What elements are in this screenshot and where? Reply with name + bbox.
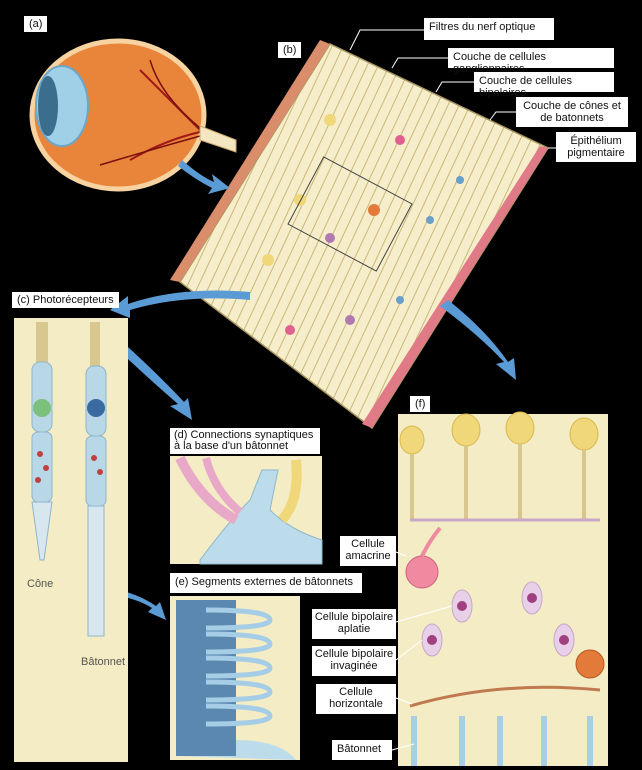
horizontal-cell bbox=[575, 649, 605, 679]
optic-fibers-label: Filtres du nerf optique bbox=[424, 18, 554, 40]
arrow-photoreceptor-to-synapse bbox=[112, 338, 192, 420]
eyeball bbox=[29, 38, 237, 192]
arrow-photoreceptor-to-segments bbox=[120, 590, 166, 620]
cones-rods-layer-label: Couche de cônes et de batonnets bbox=[516, 97, 628, 127]
cone-cell bbox=[31, 322, 53, 561]
amacrine-line2: amacrine bbox=[345, 550, 391, 562]
horizontal-cell-label: Cellule horizontale bbox=[316, 684, 396, 714]
retina-cell-dots bbox=[262, 114, 464, 335]
zoom-box bbox=[287, 156, 413, 272]
ganglion-layer-label: Couche de cellules ganglionnaires bbox=[448, 48, 614, 75]
cone-label: Cône bbox=[27, 578, 54, 590]
panel-f-label: (f) bbox=[410, 396, 431, 412]
flat-bipolar-line2: aplatie bbox=[337, 623, 371, 635]
amacrine-label: Cellule amacrine bbox=[340, 536, 396, 566]
rod-cell-label: Bâtonnet bbox=[332, 740, 392, 760]
pigment-epithelium bbox=[362, 146, 548, 428]
epithelium-line2: pigmentaire bbox=[567, 147, 625, 159]
amacrine-line1: Cellule bbox=[351, 538, 385, 550]
invaginated-bipolar-label: Cellule bipolaire invaginée bbox=[312, 646, 396, 676]
horizontal-line1: Cellule bbox=[339, 686, 373, 698]
epithelium-line1: Épithélium bbox=[570, 135, 622, 147]
retina-side-face bbox=[170, 40, 330, 282]
panel-d-line2: à la base d'un bâtonnet bbox=[174, 440, 289, 452]
panel-d-label: (d) Connections synaptiques à la base d'… bbox=[170, 428, 320, 454]
cones-rods-line1: Couche de cônes et bbox=[523, 100, 621, 112]
pigment-epithelium-label: Épithélium pigmentaire bbox=[556, 132, 636, 162]
rod-label: Bâtonnet bbox=[81, 656, 126, 668]
arrow-eye-to-retina bbox=[178, 160, 230, 194]
flat-bipolar-line1: Cellule bipolaire bbox=[314, 611, 394, 623]
invaginated-bipolar-line2: invaginée bbox=[330, 660, 378, 672]
retinal-cells-panel bbox=[398, 414, 608, 766]
panel-b-label: (b) bbox=[278, 42, 302, 58]
horizontal-line2: horizontale bbox=[329, 698, 383, 710]
invaginated-bipolar-line1: Cellule bipolaire bbox=[314, 648, 394, 660]
panel-e-label: (e) Segments externes de bâtonnets bbox=[170, 573, 362, 593]
arrow-retina-to-cells bbox=[440, 300, 516, 380]
flat-bipolar-label: Cellule bipolaire aplatie bbox=[312, 609, 396, 639]
panel-c-label: (c) Photorécepteurs bbox=[12, 292, 119, 308]
cones-rods-line2: de batonnets bbox=[540, 112, 604, 124]
panel-a-label: (a) bbox=[24, 16, 48, 32]
arrow-retina-to-photoreceptors bbox=[110, 290, 250, 318]
bipolar-layer-label: Couche de cellules bipolaires bbox=[474, 72, 614, 99]
rod-cell bbox=[85, 322, 107, 637]
panel-d-line1: (d) Connections synaptiques bbox=[174, 429, 314, 441]
